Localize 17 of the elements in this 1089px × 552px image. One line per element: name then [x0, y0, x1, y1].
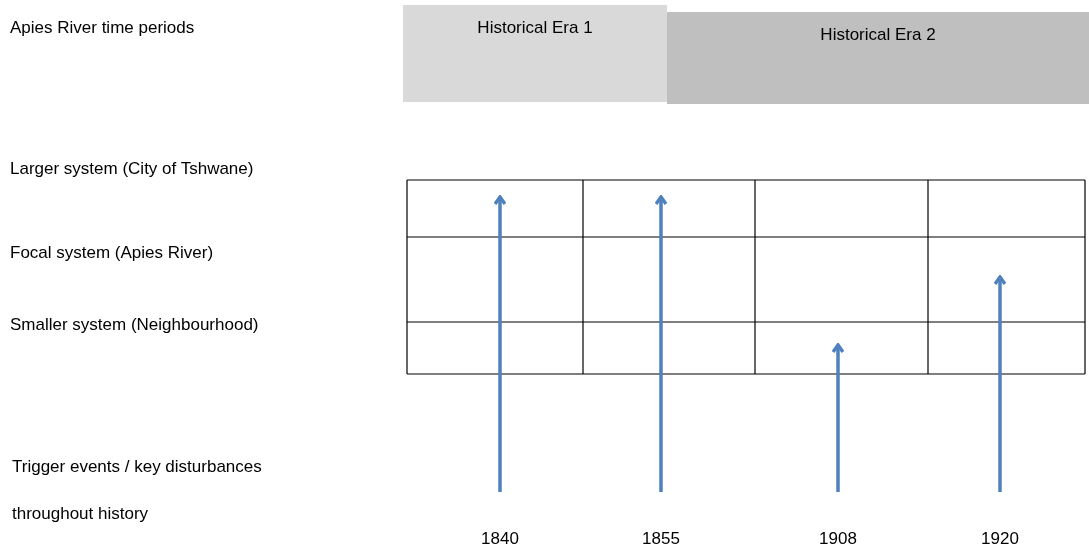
era-title: Historical Era 2: [820, 25, 936, 45]
arrow: [654, 195, 668, 492]
row-label: Smaller system (Neighbourhood): [10, 314, 260, 336]
arrow: [493, 195, 507, 492]
era-title: Historical Era 1: [477, 18, 593, 38]
axis-label: Trigger events / key disturbances throughout history: [12, 456, 263, 525]
year-label: 1855: [642, 529, 680, 549]
year-label: 1840: [481, 529, 519, 549]
heading-label: Apies River time periods: [10, 17, 196, 39]
arrow: [831, 343, 845, 492]
row-label: Larger system (City of Tshwane): [10, 158, 255, 180]
year-label: 1920: [981, 529, 1019, 549]
year-label: 1908: [819, 529, 857, 549]
era-band: [667, 12, 1089, 104]
era-band: [403, 5, 667, 102]
arrow: [993, 275, 1007, 492]
row-label: Focal system (Apies River): [10, 242, 215, 264]
